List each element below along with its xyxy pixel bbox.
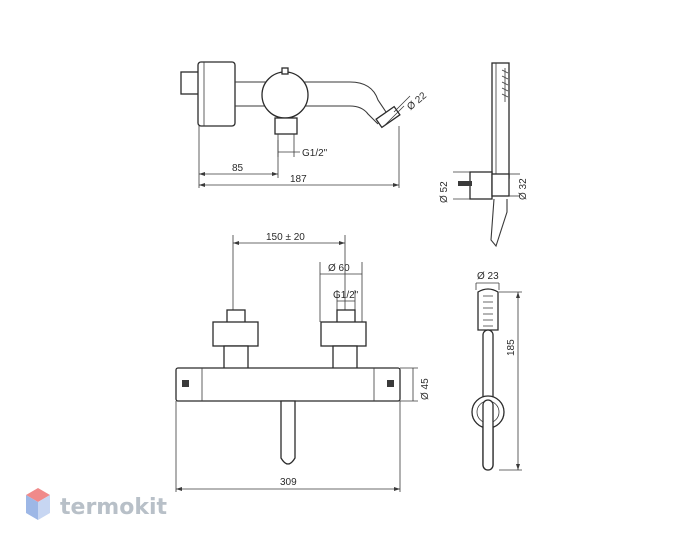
dim-head-dia: Ø 23	[477, 271, 499, 282]
wall-connector	[180, 71, 200, 95]
left-eccentric	[223, 345, 249, 371]
dim-holder-dia: Ø 52	[439, 181, 450, 203]
dim-flange-dia: Ø 60	[328, 263, 350, 274]
right-knob-mark	[387, 380, 394, 387]
shower-head	[477, 288, 499, 331]
wall-flange	[197, 61, 236, 127]
wall-holder	[469, 171, 493, 200]
shower-handle	[491, 62, 510, 179]
shower-hose	[490, 198, 508, 248]
dim-spacing: 150 ± 20	[266, 232, 305, 243]
left-knob-mark	[182, 380, 189, 387]
termokit-watermark: termokit	[26, 488, 167, 520]
front-view: 150 ± 20 Ø 60 G1/2" Ø 45	[175, 232, 431, 492]
diverter-pin	[281, 67, 289, 75]
hand-shower-front-view: Ø 23 185	[471, 271, 522, 471]
left-flange	[212, 321, 259, 347]
dim-spout-dia: Ø 22	[405, 90, 429, 113]
holder-screw	[458, 181, 472, 186]
dim-body-dia: Ø 45	[420, 378, 431, 400]
logo-left	[26, 495, 38, 520]
holder-clamp	[491, 173, 510, 197]
front-spout	[280, 400, 296, 465]
top-view: G1/2" Ø 22 85 187	[180, 61, 429, 188]
diverter-knob	[261, 71, 309, 119]
mixer-body	[175, 367, 401, 402]
right-eccentric	[332, 345, 358, 371]
spout-inner	[349, 105, 379, 125]
dim-width: 309	[280, 477, 297, 488]
dim-thread-front: G1/2"	[333, 290, 359, 301]
dim-hose-dia: Ø 32	[518, 178, 529, 200]
hand-shower-side-view: Ø 52 Ø 32	[439, 62, 529, 248]
dim-length: 185	[506, 339, 517, 356]
spout-outer	[349, 81, 391, 119]
dim-thread-top: G1/2"	[302, 148, 328, 159]
dim-85: 85	[232, 163, 244, 174]
right-flange	[320, 321, 367, 347]
logo-right	[38, 495, 50, 520]
dim-187: 187	[290, 174, 307, 185]
watermark-text: termokit	[60, 495, 167, 520]
outlet-connector	[274, 117, 298, 135]
